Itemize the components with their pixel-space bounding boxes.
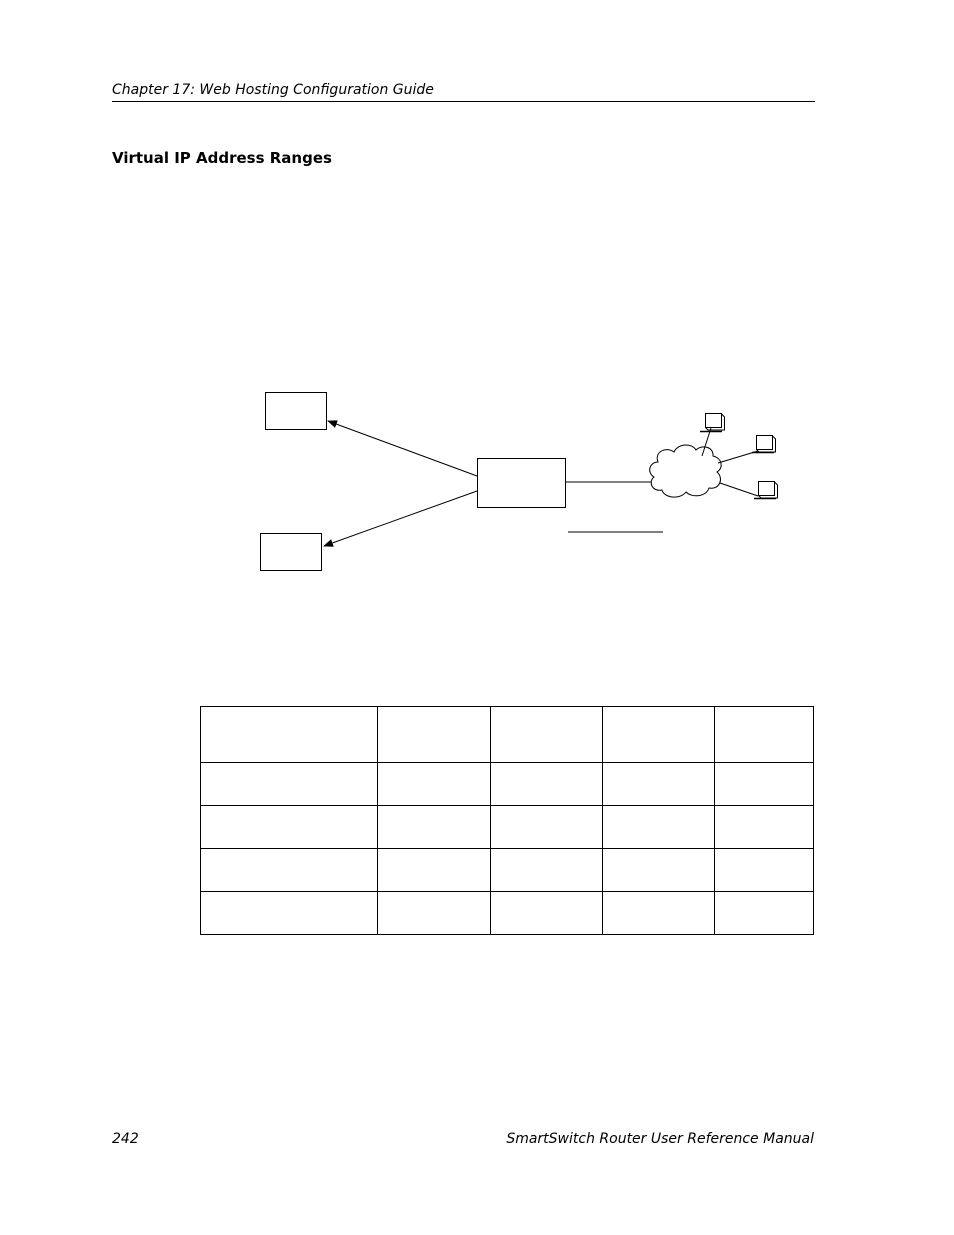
table-header-row	[200, 706, 814, 763]
table-cell	[200, 848, 378, 892]
client-link-1	[701, 427, 712, 457]
network-diagram	[260, 392, 778, 571]
table-cell	[714, 762, 814, 806]
table-cell	[490, 706, 603, 763]
table-row	[200, 762, 814, 806]
table-cell	[200, 891, 378, 935]
arrow-to-top-server	[327, 420, 478, 477]
table-cell	[602, 706, 715, 763]
table-cell	[602, 762, 715, 806]
table-cell	[377, 762, 491, 806]
table-cell	[602, 805, 715, 849]
router-box	[477, 458, 566, 508]
section-heading: Virtual IP Address Ranges	[112, 149, 332, 167]
address-range-table	[200, 706, 814, 935]
chapter-title: Chapter 17: Web Hosting Configuration Gu…	[112, 82, 434, 98]
client-link-2	[717, 450, 759, 464]
client-computer-3	[754, 481, 778, 500]
table-row	[200, 805, 814, 849]
table-cell	[714, 706, 814, 763]
table-cell	[200, 762, 378, 806]
table-cell	[490, 805, 603, 849]
table-cell	[377, 805, 491, 849]
table-cell	[200, 706, 378, 763]
table-cell	[602, 848, 715, 892]
table-cell	[490, 891, 603, 935]
client-computer-2	[752, 435, 776, 454]
client-computer-1	[700, 413, 725, 433]
table-cell	[714, 891, 814, 935]
server-box-top	[265, 392, 327, 430]
table-cell	[602, 891, 715, 935]
table-cell	[377, 706, 491, 763]
table-cell	[377, 891, 491, 935]
running-header: Chapter 17: Web Hosting Configuration Gu…	[112, 79, 815, 102]
arrow-to-bottom-server	[323, 490, 478, 547]
table-row	[200, 891, 814, 935]
client-link-3	[719, 482, 759, 497]
table-cell	[377, 848, 491, 892]
table-cell	[714, 805, 814, 849]
table-row	[200, 848, 814, 892]
page-number: 242	[112, 1131, 139, 1147]
table-cell	[490, 762, 603, 806]
table-cell	[490, 848, 603, 892]
server-box-bottom	[260, 533, 322, 571]
manual-title: SmartSwitch Router User Reference Manual	[506, 1131, 814, 1147]
internet-cloud	[649, 444, 722, 498]
table-cell	[714, 848, 814, 892]
table-cell	[200, 805, 378, 849]
